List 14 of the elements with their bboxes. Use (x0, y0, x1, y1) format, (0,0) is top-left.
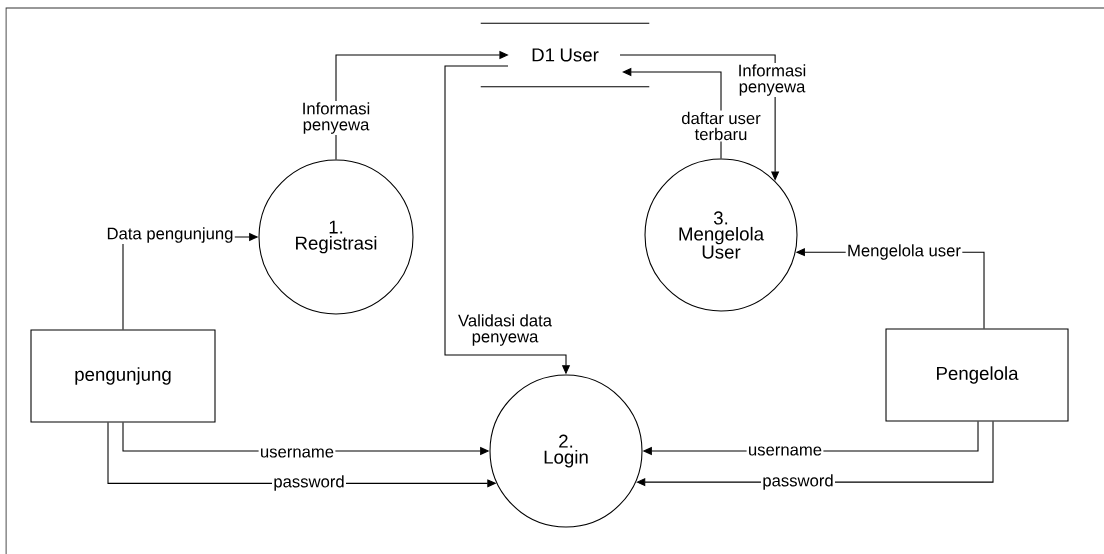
edge-label: username (746, 445, 824, 457)
edge-label: username (258, 447, 336, 459)
entity-box: pengunjung (30, 329, 216, 423)
edge-label: Mengelola user (845, 242, 963, 262)
edge-label: Data pengunjung (105, 225, 235, 245)
entity-box: Pengelola (885, 328, 1069, 422)
data-store: D1 User (480, 22, 650, 88)
edge-label: daftar user terbaru (675, 110, 767, 142)
edge-label: Informasi penyewa (296, 100, 376, 136)
edge-label: Informasi penyewa (732, 62, 812, 98)
edge-label: password (272, 473, 346, 493)
edge-label: Validasi data penyewa (453, 312, 557, 348)
arrow (619, 54, 780, 181)
edge-label: password (761, 472, 835, 492)
